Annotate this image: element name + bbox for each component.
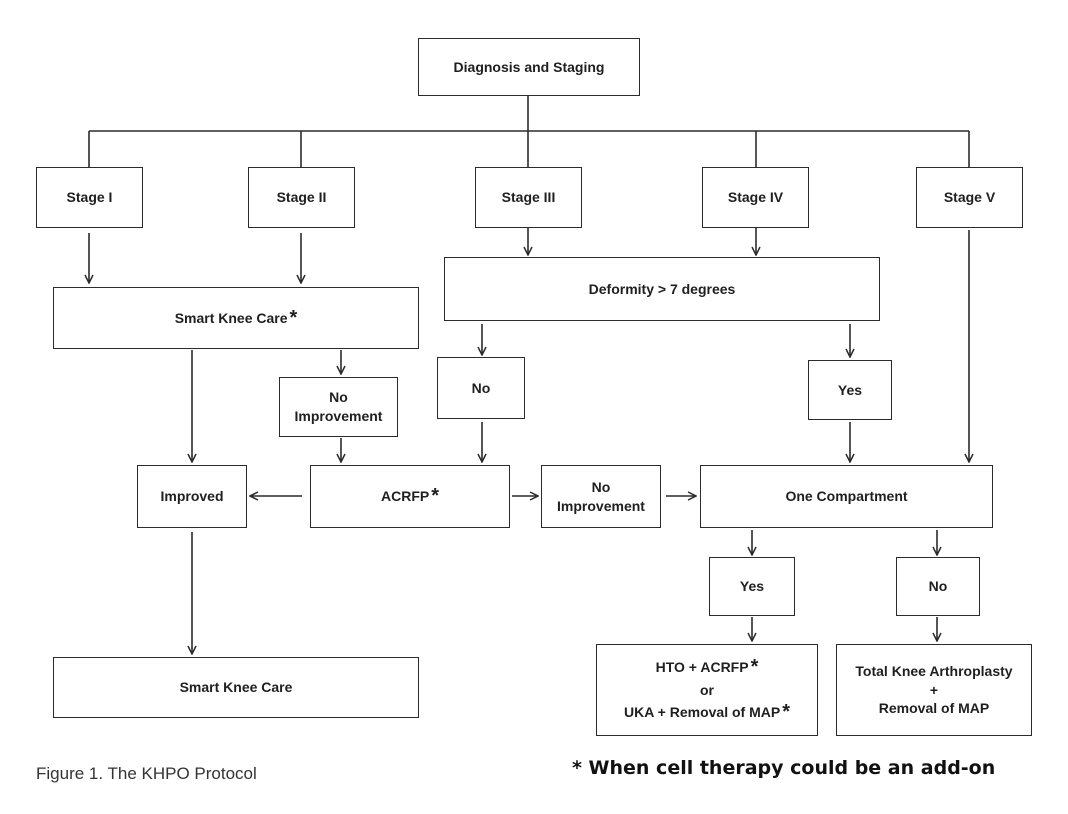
smart-knee-care-top-label: Smart Knee Care xyxy=(174,309,288,326)
yes-one-compartment-box: Yes xyxy=(709,557,795,616)
tka-line3: Removal of MAP xyxy=(878,700,990,717)
hto-line1: HTO + ACRFP xyxy=(655,658,749,675)
no-improvement-box-2: No Improvement xyxy=(541,465,661,528)
improved-label: Improved xyxy=(160,488,224,505)
stage-4-label: Stage IV xyxy=(727,189,784,206)
one-compartment-label: One Compartment xyxy=(785,488,908,505)
asterisk-marker: * xyxy=(431,485,440,507)
no-improvement-2-line2: Improvement xyxy=(557,497,645,514)
diagnosis-and-staging-label: Diagnosis and Staging xyxy=(453,58,605,75)
smart-knee-care-bottom-box: Smart Knee Care xyxy=(53,657,419,718)
stage-3-box: Stage III xyxy=(475,167,582,228)
stage-3-label: Stage III xyxy=(501,189,556,206)
hto-uka-box: HTO + ACRFP* or UKA + Removal of MAP* xyxy=(596,644,818,736)
stage-2-box: Stage II xyxy=(248,167,355,228)
stage-5-label: Stage V xyxy=(943,189,996,206)
improved-box: Improved xyxy=(137,465,247,528)
deformity-label: Deformity > 7 degrees xyxy=(588,280,736,297)
stage-5-box: Stage V xyxy=(916,167,1023,228)
diagnosis-and-staging-box: Diagnosis and Staging xyxy=(418,38,640,96)
stage-4-box: Stage IV xyxy=(702,167,809,228)
no-branch-label: No xyxy=(471,379,491,396)
no-improvement-1-line2: Improvement xyxy=(294,408,383,424)
acrfp-box: ACRFP* xyxy=(310,465,510,528)
tka-line1: Total Knee Arthroplasty xyxy=(855,662,1013,679)
yes-one-compartment-label: Yes xyxy=(739,578,765,595)
no-one-compartment-label: No xyxy=(928,578,948,595)
stage-2-label: Stage II xyxy=(276,189,327,206)
no-branch-box: No xyxy=(437,357,525,419)
hto-line2: or xyxy=(700,681,714,698)
asterisk-marker: * xyxy=(289,306,298,329)
asterisk-marker: * xyxy=(782,701,791,724)
asterisk-marker: * xyxy=(750,655,759,678)
yes-branch-box: Yes xyxy=(808,360,892,420)
total-knee-arthroplasty-box: Total Knee Arthroplasty + Removal of MAP xyxy=(836,644,1032,736)
deformity-box: Deformity > 7 degrees xyxy=(444,257,880,321)
acrfp-label: ACRFP xyxy=(380,488,430,504)
stage-1-label: Stage I xyxy=(66,189,113,206)
smart-knee-care-bottom-label: Smart Knee Care xyxy=(179,679,293,696)
one-compartment-box: One Compartment xyxy=(700,465,993,528)
yes-branch-label: Yes xyxy=(837,381,863,398)
figure-caption: Figure 1. The KHPO Protocol xyxy=(36,764,257,783)
no-one-compartment-box: No xyxy=(896,557,980,616)
stage-1-box: Stage I xyxy=(36,167,143,228)
hto-line3: UKA + Removal of MAP xyxy=(623,704,781,721)
smart-knee-care-top-box: Smart Knee Care* xyxy=(53,287,419,349)
tka-line2: + xyxy=(929,681,939,698)
no-improvement-1-line1: No xyxy=(329,389,348,406)
no-improvement-box-1: No Improvement xyxy=(279,377,398,437)
no-improvement-2-line1: No xyxy=(591,478,611,495)
footnote: * When cell therapy could be an add-on xyxy=(572,757,996,779)
